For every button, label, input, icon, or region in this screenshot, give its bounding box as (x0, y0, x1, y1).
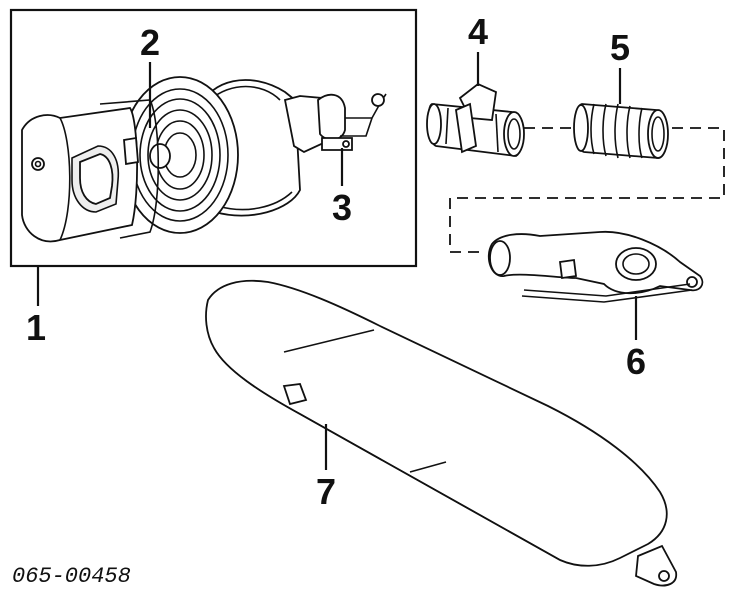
air-cleaner-frame (9, 8, 418, 268)
clip-assembly (283, 93, 387, 154)
callout-label-6: 6 (626, 341, 646, 382)
resonator (205, 279, 678, 587)
callout-label-5: 5 (610, 27, 630, 68)
diagram-part-number: 065-00458 (12, 564, 131, 589)
callout-label-2: 2 (140, 22, 160, 63)
connection-lines (449, 127, 725, 253)
air-cleaner-body (21, 99, 160, 243)
callout-label-7: 7 (316, 471, 336, 512)
mass-air-flow-sensor (426, 82, 525, 157)
intake-duct (487, 230, 704, 303)
intake-hose (573, 103, 669, 159)
callout-label-4: 4 (468, 11, 488, 52)
callout-label-1: 1 (26, 307, 46, 348)
leader-lines (36, 52, 638, 470)
callout-label-3: 3 (332, 187, 352, 228)
